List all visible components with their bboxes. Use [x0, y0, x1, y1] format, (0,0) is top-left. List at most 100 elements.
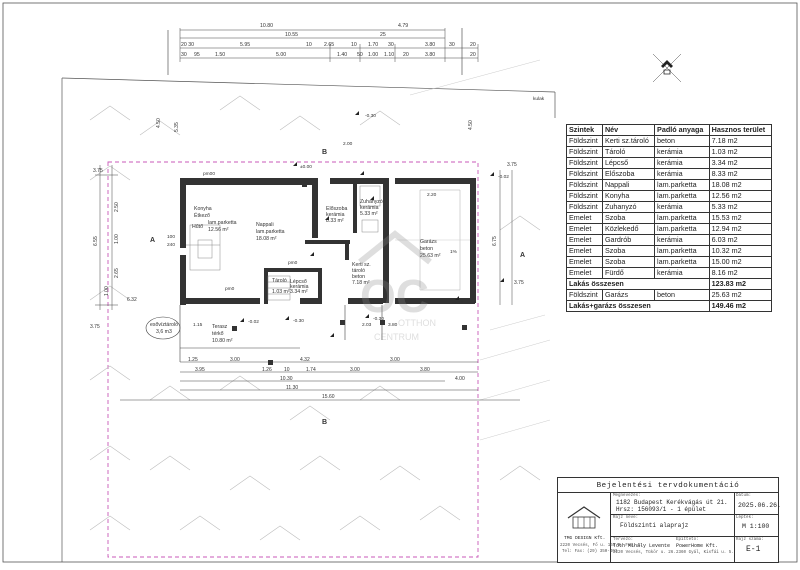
room-lepcso-material: kerámia [290, 284, 309, 290]
dim-top-r4-9: 3.80 [425, 52, 435, 58]
otthon-centrum-watermark-icon: OC OTTHON CENTRUM [358, 230, 436, 342]
level-mark-5: -0.30 [373, 316, 384, 322]
cell-level: Emelet [566, 245, 603, 257]
cell-name: Lépcső [601, 157, 656, 169]
cell-floor: kerámia [654, 267, 710, 279]
dim-top-r4-6: 1.00 [368, 52, 378, 58]
total-value: 149.46 m2 [708, 300, 773, 312]
dim-right-0: 4.50 [468, 120, 474, 130]
room-nappali-name: Nappali [256, 222, 274, 228]
table-total-row: Lakás+garázs összesen 149.46 m2 [566, 300, 773, 312]
room-terasz-name: Terasz [212, 324, 228, 330]
cell-area: 6.03 m2 [708, 234, 773, 246]
dim-bottom-r2-5: 3.80 [420, 367, 430, 373]
dim-top-4-79: 4.79 [398, 23, 408, 29]
cell-level: Emelet [566, 267, 603, 279]
cell-level: Földszint [566, 179, 603, 191]
room-huto-name: Hűtő [192, 224, 203, 230]
cell-area: 5.33 m2 [708, 201, 773, 213]
dim-top-r4-0: 30 [181, 52, 187, 58]
dim-left-5: 6.55 [93, 236, 99, 246]
watermark-bottom-word: CENTRUM [374, 332, 419, 342]
level-mark-1: -0.02 [248, 319, 259, 325]
builder-name: PowerHome Kft. [676, 543, 719, 549]
dim-misc-slope: 1% [450, 249, 458, 255]
dim-top-10-55: 10.55 [285, 32, 298, 38]
dim-top-r3-3: 2.65 [324, 42, 334, 48]
pm-label-1: pm0 [225, 286, 235, 292]
cell-floor: kerámia [654, 168, 710, 180]
cell-floor: lam.parketta [654, 223, 710, 235]
room-konyha-area: 12.56 m² [208, 227, 229, 233]
dim-misc-2-03: 2.03 [362, 322, 372, 328]
dim-left-2: 3.75 [93, 168, 103, 174]
cell-floor: kerámia [654, 201, 710, 213]
dim-bottom-r3-0: 10.30 [280, 376, 293, 382]
room-kerti-name: Kerti sz. [352, 262, 371, 268]
cell-area: 18.08 m2 [708, 179, 773, 191]
section-marker-b-bottom: B [322, 419, 327, 426]
cell-level: Földszint [566, 289, 603, 301]
dim-top-r4-8: 20 [403, 52, 409, 58]
cell-floor: kerámia [654, 234, 710, 246]
dim-top-r4-7: 1.10 [384, 52, 394, 58]
room-zuhanyzo-material: kerámia [360, 205, 379, 211]
plan-label: Rajz neve: [613, 516, 639, 520]
table-sum-row: Lakás összesen 123.83 m2 [566, 278, 773, 290]
room-nappali-area: 18.08 m² [256, 236, 277, 242]
dim-right-1: 3.75 [507, 162, 517, 168]
dim-top-r3-8: 30 [449, 42, 455, 48]
dim-left-8: 6.32 [127, 297, 137, 303]
table-header-row: Szintek Név Padló anyaga Hasznos terület [566, 124, 773, 136]
dim-right-3: 3.75 [514, 280, 524, 286]
document-title: Bejelentési tervdokumentáció [596, 482, 740, 490]
dim-top-10-80: 10.80 [260, 23, 273, 29]
cell-level: Földszint [566, 157, 603, 169]
dim-top-r4-5: 50 [357, 52, 363, 58]
sum-value: 123.83 m2 [708, 278, 773, 290]
area-table: Szintek Név Padló anyaga Hasznos terület… [566, 124, 773, 312]
cell-area: 7.18 m2 [708, 135, 773, 147]
dim-bottom-r2-0: 3.95 [195, 367, 205, 373]
dim-bottom-r1-0: 1.25 [188, 357, 198, 363]
dim-left-3: 2.50 [114, 202, 120, 212]
dim-misc-2-20: 2.20 [427, 192, 437, 198]
dim-misc-1-15: 1.15 [193, 322, 203, 328]
cell-name: Fürdő [601, 267, 656, 279]
dim-bottom-r1-2: 4.32 [300, 357, 310, 363]
dim-right-2: 6.75 [492, 236, 498, 246]
level-mark-6: -0.02 [498, 174, 509, 180]
cell-floor: lam.parketta [654, 212, 710, 224]
level-mark-4: -0.22 [452, 300, 463, 306]
room-tarolo-name: Tároló [272, 278, 287, 284]
cell-name: Szoba [601, 256, 656, 268]
header-terulet: Hasznos terület [708, 124, 773, 136]
section-marker-a-left: A [150, 237, 155, 244]
cell-level: Földszint [566, 135, 603, 147]
designer-label: Tervező: [613, 538, 634, 542]
dim-top-r3-1: 5.95 [240, 42, 250, 48]
cell-level: Földszint [566, 168, 603, 180]
cell-level: Földszint [566, 190, 603, 202]
location-label: Megnevezés: [613, 494, 641, 498]
designer-address: 2220 Vecsés, Tükör u. 26. [613, 551, 676, 555]
dim-top-r4-4: 1.40 [337, 52, 347, 58]
cell-name: Konyha [601, 190, 656, 202]
dim-top-r4-3: 5.00 [276, 52, 286, 58]
header-nev: Név [601, 124, 656, 136]
dim-bottom-r5-0: 15.60 [322, 394, 335, 400]
room-zuhanyzo-name: Zuhanyzó [360, 199, 383, 205]
dim-bottom-r1-3: 3.00 [390, 357, 400, 363]
project-hrsz: Hrsz: 156093/1 - 1 épület [616, 506, 707, 513]
sheet-label: Rajz száma: [736, 538, 764, 542]
dim-top-25: 25 [380, 32, 386, 38]
dim-left-7: 1.00 [104, 286, 110, 296]
